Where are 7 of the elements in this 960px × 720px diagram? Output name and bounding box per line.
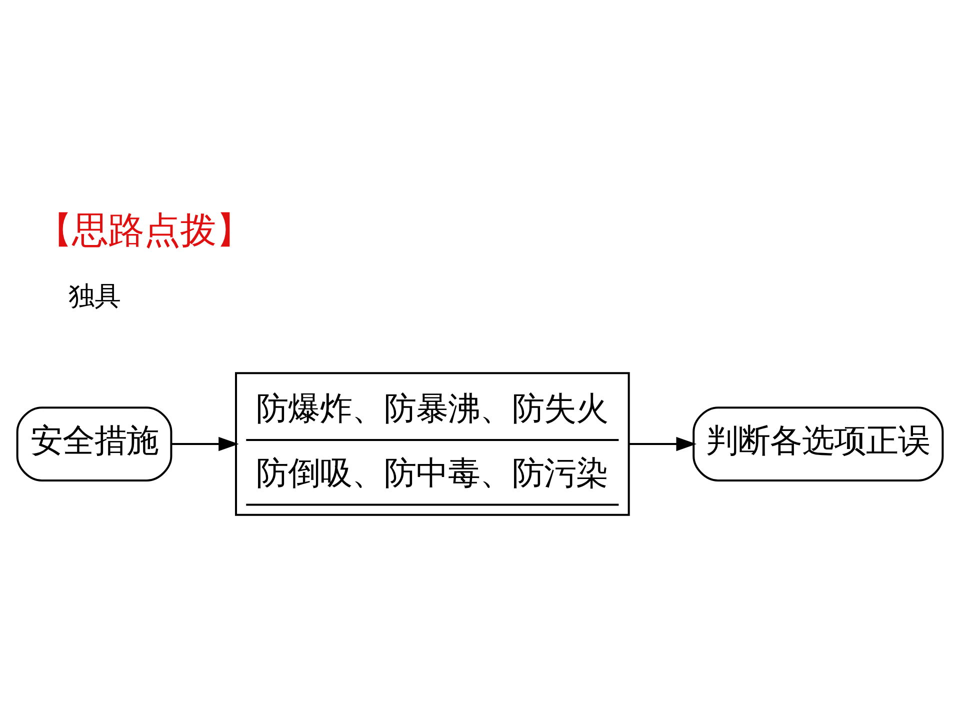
node-box: 防爆炸、防暴沸、防失火 防倒吸、防中毒、防污染	[235, 372, 630, 516]
arrow	[629, 436, 697, 452]
arrow	[171, 436, 239, 452]
diagram-title: 【思路点拨】	[36, 208, 252, 252]
label: 独具	[68, 282, 120, 312]
node-box: 安全措施	[16, 406, 172, 482]
node-box: 判断各选项正误	[692, 406, 944, 482]
